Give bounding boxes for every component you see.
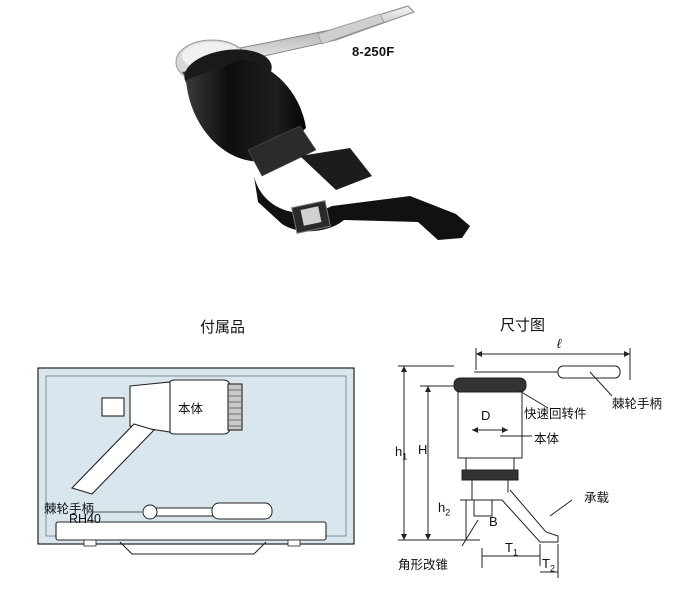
support-label: 承载 [584, 490, 610, 505]
ratchet-handle-label: 棘轮手柄 [612, 396, 663, 411]
dimension-drawing [398, 348, 631, 578]
dim-h1: h1 [395, 444, 408, 462]
model-label: 8-250F [352, 44, 395, 59]
dim-h2: h2 [438, 500, 451, 518]
ratchet-model-label: RH40 [69, 512, 101, 526]
dimensions-caption: 尺寸图 [500, 316, 546, 334]
ratchet-handle-drawing [142, 502, 273, 520]
ratchet-label: 棘轮手柄 [44, 501, 95, 516]
product-photo [175, 5, 470, 240]
accessories-caption: 付属品 [200, 318, 246, 336]
body-dim-label: 本体 [534, 431, 560, 446]
tool-body-outline [70, 379, 243, 495]
dim-B: B [489, 514, 498, 529]
square-drive-label: 角形改锥 [398, 557, 449, 572]
dim-T2: T2 [542, 556, 555, 574]
dim-ell: ℓ [557, 336, 562, 351]
dim-H: H [418, 442, 428, 457]
dim-T1: T1 [505, 540, 518, 558]
body-label: 本体 [178, 401, 204, 416]
quick-rotation-label: 快速回转件 [524, 406, 587, 421]
accessories-drawing [37, 367, 355, 555]
dim-D: D [481, 408, 491, 423]
